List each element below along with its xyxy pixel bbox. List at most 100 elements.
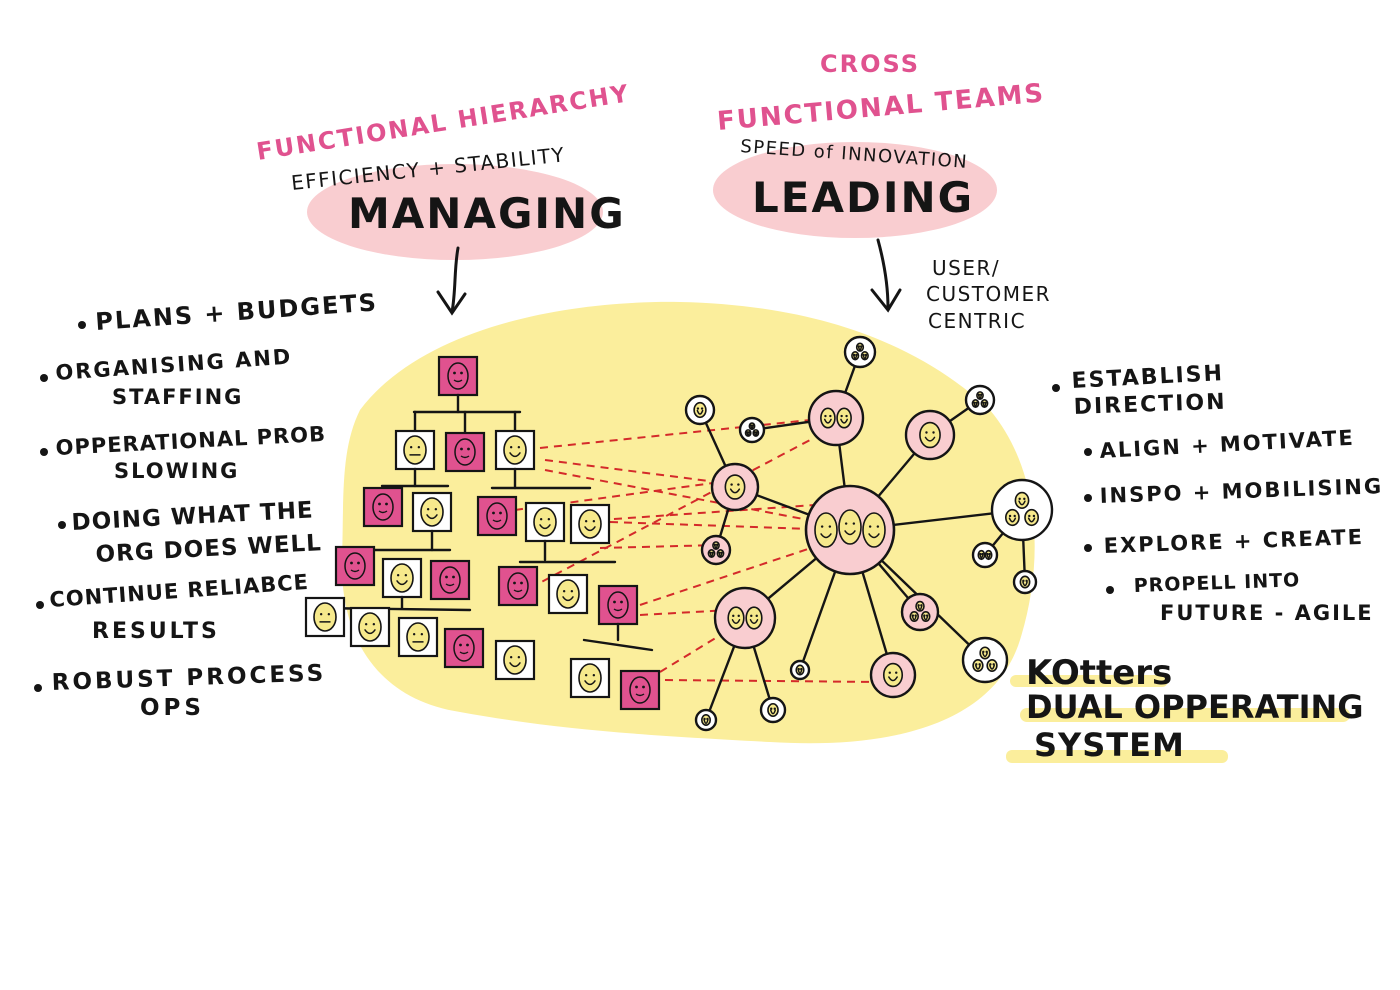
org-box xyxy=(524,501,566,543)
team-node xyxy=(1012,569,1038,595)
face-eye xyxy=(513,581,516,585)
managing-list-item: STAFFING xyxy=(112,385,243,409)
face-eye xyxy=(453,371,456,375)
face-icon xyxy=(745,606,763,630)
face-icon xyxy=(607,591,629,619)
face-eye xyxy=(412,633,416,636)
face-eye xyxy=(357,561,360,565)
org-box xyxy=(494,429,536,471)
face-outline xyxy=(855,342,865,352)
face-outline xyxy=(629,676,651,704)
face-mouth xyxy=(584,680,596,686)
face-eye xyxy=(1013,514,1016,518)
face-icon xyxy=(980,399,989,408)
face-eye xyxy=(696,407,700,410)
face-icon xyxy=(862,512,886,548)
face-eye xyxy=(420,633,424,636)
managing-list: PLANS + BUDGETS ORGANISING and STAFFING … xyxy=(34,288,379,721)
face-outline xyxy=(882,662,904,688)
face-mouth xyxy=(426,514,438,520)
org-box xyxy=(444,431,486,473)
face-eye xyxy=(404,574,408,577)
face-outline xyxy=(693,401,707,419)
face-outline xyxy=(372,493,394,521)
face-mouth xyxy=(459,651,469,655)
face-eye xyxy=(845,414,848,418)
managing-title: MANAGING xyxy=(348,189,626,238)
bullet-icon xyxy=(78,321,86,329)
face-icon xyxy=(972,658,984,673)
face-eye xyxy=(840,414,843,418)
bullet-icon xyxy=(40,374,48,382)
face-eye xyxy=(584,520,588,523)
team-node xyxy=(961,636,1009,684)
face-icon xyxy=(1024,508,1039,527)
face-mouth xyxy=(749,619,759,625)
face-outline xyxy=(556,579,580,609)
face-outline xyxy=(447,362,469,390)
face-icon xyxy=(744,429,752,437)
team-node-circle xyxy=(713,586,777,650)
face-mouth xyxy=(840,418,849,424)
team-node xyxy=(713,586,777,650)
face-mouth xyxy=(979,553,984,559)
face-mouth xyxy=(1008,517,1017,523)
face-icon xyxy=(909,611,919,622)
face-outline xyxy=(607,591,629,619)
managing-ellipse xyxy=(307,164,603,260)
face-icon xyxy=(447,362,469,390)
face-outline xyxy=(454,438,476,466)
face-mouth xyxy=(709,552,714,558)
face-icon xyxy=(390,563,414,593)
face-outline xyxy=(909,611,919,622)
face-icon xyxy=(1014,491,1030,510)
face-icon xyxy=(533,507,557,537)
face-icon xyxy=(1005,508,1020,527)
org-box xyxy=(304,596,346,638)
face-icon xyxy=(979,646,991,660)
face-mouth xyxy=(396,580,408,586)
face-outline xyxy=(920,611,931,622)
face-eye xyxy=(426,508,430,511)
face-eye xyxy=(888,671,891,674)
leading-list-item: EXPLORE + CREATE xyxy=(1103,525,1364,558)
org-box xyxy=(394,429,436,471)
org-box xyxy=(362,486,404,528)
face-eye xyxy=(773,707,776,710)
face-eye xyxy=(932,431,935,434)
org-box xyxy=(381,557,423,599)
face-eye xyxy=(770,707,773,710)
face-eye xyxy=(327,613,331,616)
arrow-down-icon xyxy=(870,238,902,313)
face-eye xyxy=(824,414,827,418)
org-box xyxy=(619,669,661,711)
face-mouth xyxy=(973,402,978,408)
team-node-circle xyxy=(964,384,996,416)
org-box xyxy=(429,559,471,601)
face-mouth xyxy=(350,569,360,573)
face-eye xyxy=(737,483,740,486)
footer-line: SYSTEM xyxy=(1034,726,1185,764)
face-icon xyxy=(1019,575,1031,589)
face-mouth xyxy=(844,530,856,536)
face-outline xyxy=(986,658,998,673)
connector-line xyxy=(582,638,654,652)
face-icon xyxy=(707,549,716,558)
face-eye xyxy=(466,643,469,647)
face-outline xyxy=(745,606,763,630)
face-icon xyxy=(727,606,745,630)
face-outline xyxy=(1019,575,1031,589)
face-icon xyxy=(838,509,862,545)
org-box xyxy=(494,639,536,681)
face-mouth xyxy=(820,533,832,539)
team-hub xyxy=(804,484,896,576)
face-mouth xyxy=(1022,581,1028,587)
face-mouth xyxy=(823,418,832,424)
managing-list-item: RESULTS xyxy=(92,619,220,644)
bullet-icon xyxy=(1084,494,1092,502)
face-icon xyxy=(820,407,836,429)
face-icon xyxy=(920,611,931,622)
face-icon xyxy=(406,622,430,652)
face-icon xyxy=(971,399,980,408)
face-mouth xyxy=(982,652,988,658)
